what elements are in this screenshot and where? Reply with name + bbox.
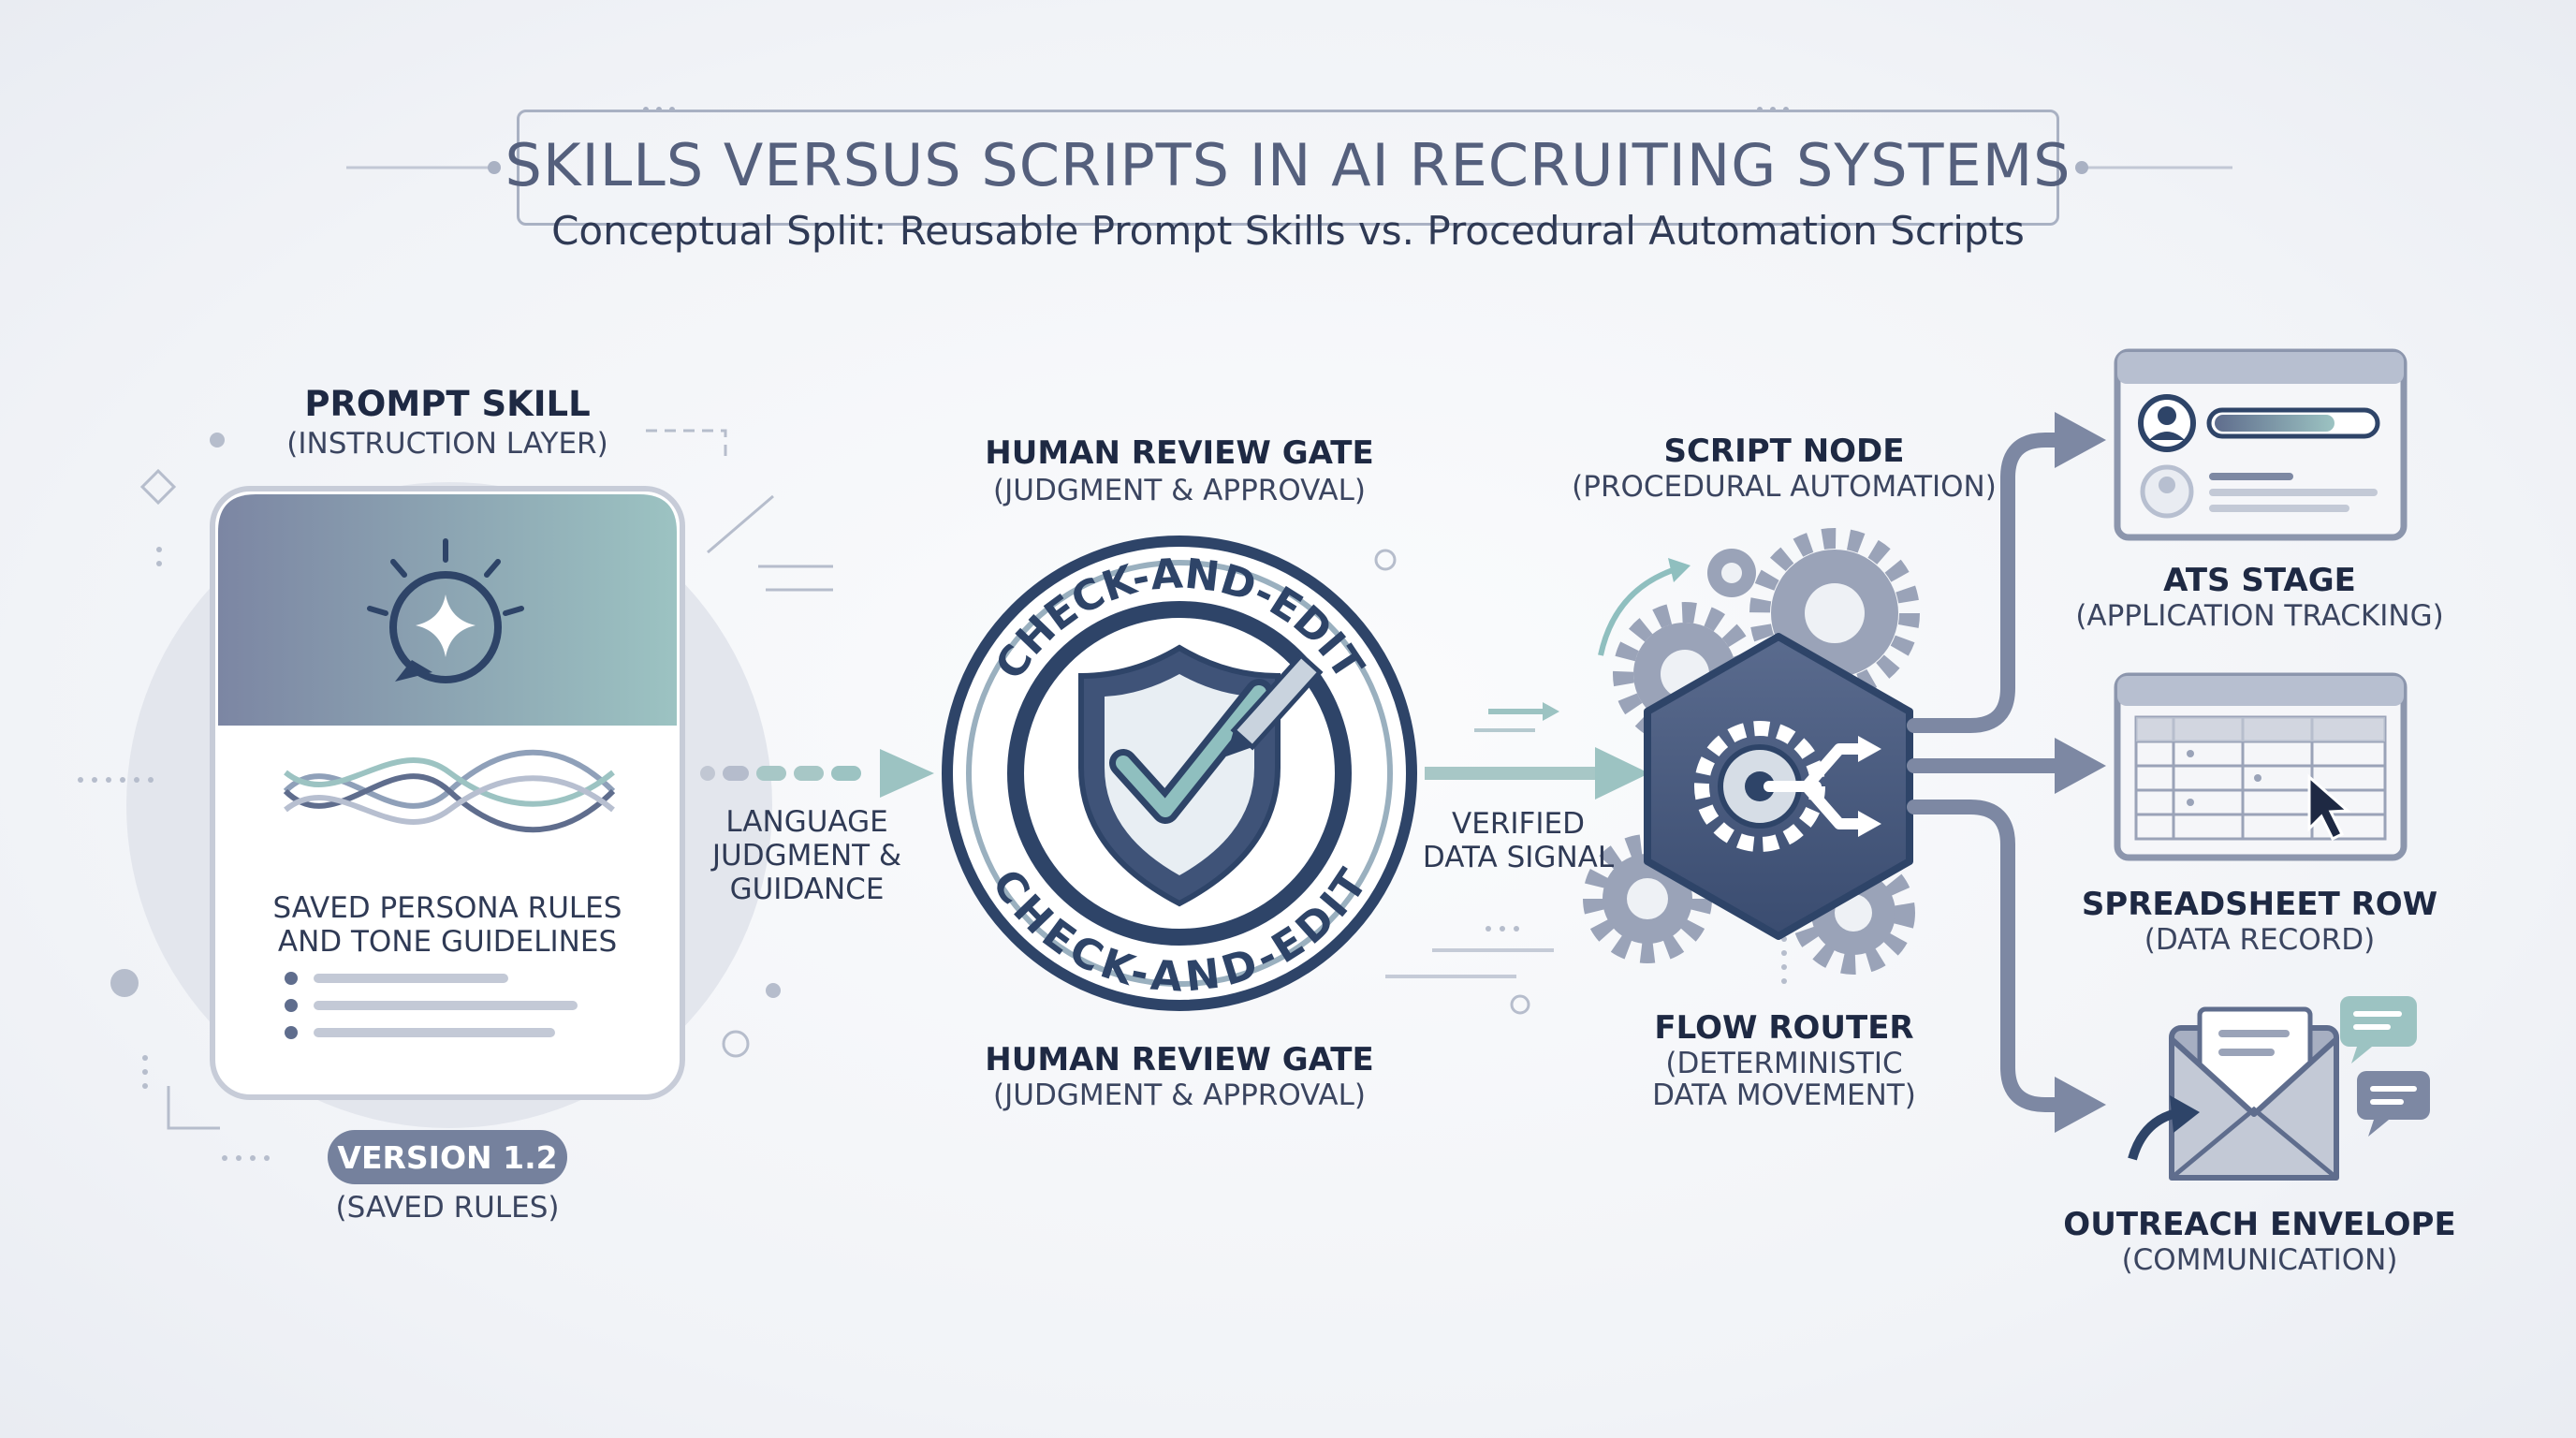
card-text-line1: SAVED PERSONA RULES xyxy=(272,891,622,925)
outreach-envelope-subtitle: (COMMUNICATION) xyxy=(2121,1243,2398,1277)
outreach-envelope-title: OUTREACH ENVELOPE xyxy=(2063,1206,2456,1243)
script-node-subtitle: (PROCEDURAL AUTOMATION) xyxy=(1572,470,1997,504)
router-branches xyxy=(1907,433,2067,1112)
version-badge: VERSION 1.2 xyxy=(328,1130,567,1184)
pencil-icon xyxy=(1226,652,1324,756)
review-gate-top-title: HUMAN REVIEW GATE xyxy=(985,434,1374,472)
router-hexagon-icon xyxy=(1644,633,1913,940)
title-frame xyxy=(517,110,2059,226)
cursor-icon xyxy=(2307,773,2351,842)
spreadsheet-row-subtitle: (DATA RECORD) xyxy=(2144,923,2376,957)
spreadsheet-row-title: SPREADSHEET ROW xyxy=(2081,886,2438,923)
left-decorations xyxy=(139,429,1530,1130)
flow-router-line2: DATA MOVEMENT) xyxy=(1652,1078,1916,1112)
arrow-gate-to-script xyxy=(1385,702,1649,978)
arrow1-label-line2: JUDGMENT & xyxy=(711,839,902,873)
weave-lines xyxy=(283,749,616,833)
arrow2-label-line2: DATA SIGNAL xyxy=(1422,841,1615,874)
card-list xyxy=(285,972,578,1039)
review-gate-bottom-subtitle: (JUDGMENT & APPROVAL) xyxy=(993,1078,1366,1112)
page-subtitle: Conceptual Split: Reusable Prompt Skills… xyxy=(551,208,2025,254)
chat-bubble-icon xyxy=(2340,996,2430,1137)
flow-router-line1: (DETERMINISTIC xyxy=(1665,1047,1903,1080)
spreadsheet-icon xyxy=(2114,672,2408,861)
speech-bubble-sparkle-icon xyxy=(367,538,524,683)
review-gate-bottom-title: HUMAN REVIEW GATE xyxy=(985,1041,1374,1078)
arrow-skill-to-gate xyxy=(700,749,934,798)
ats-stage-title: ATS STAGE xyxy=(2163,562,2356,599)
arrow2-label-line1: VERIFIED xyxy=(1452,807,1585,841)
page-title: SKILLS VERSUS SCRIPTS IN AI RECRUITING S… xyxy=(505,131,2071,199)
shield-check-icon xyxy=(1078,644,1281,907)
title-decoration xyxy=(346,107,2232,174)
ats-stage-subtitle: (APPLICATION TRACKING) xyxy=(2075,599,2444,633)
dot-decorations xyxy=(78,433,1787,1161)
script-node-title: SCRIPT NODE xyxy=(1663,433,1905,470)
review-gate-top-subtitle: (JUDGMENT & APPROVAL) xyxy=(993,474,1366,507)
envelope-icon xyxy=(2128,1006,2339,1181)
user-avatar-icon xyxy=(2138,394,2196,452)
ats-stage-card xyxy=(2114,348,2408,541)
branch-arrowheads xyxy=(2055,412,2106,1133)
prompt-skill-subtitle: (INSTRUCTION LAYER) xyxy=(286,427,608,461)
prompt-skill-title: PROMPT SKILL xyxy=(304,384,591,424)
review-gate-badge: CHECK-AND-EDIT CHECK-AND-EDIT xyxy=(942,536,1417,1011)
flow-router-title: FLOW ROUTER xyxy=(1654,1009,1914,1047)
card-text-line2: AND TONE GUIDELINES xyxy=(277,925,618,959)
arrow1-label-line1: LANGUAGE xyxy=(725,805,888,839)
version-caption: (SAVED RULES) xyxy=(335,1191,560,1225)
arrow1-label-line3: GUIDANCE xyxy=(729,873,885,906)
prompt-skill-card xyxy=(210,486,685,1100)
